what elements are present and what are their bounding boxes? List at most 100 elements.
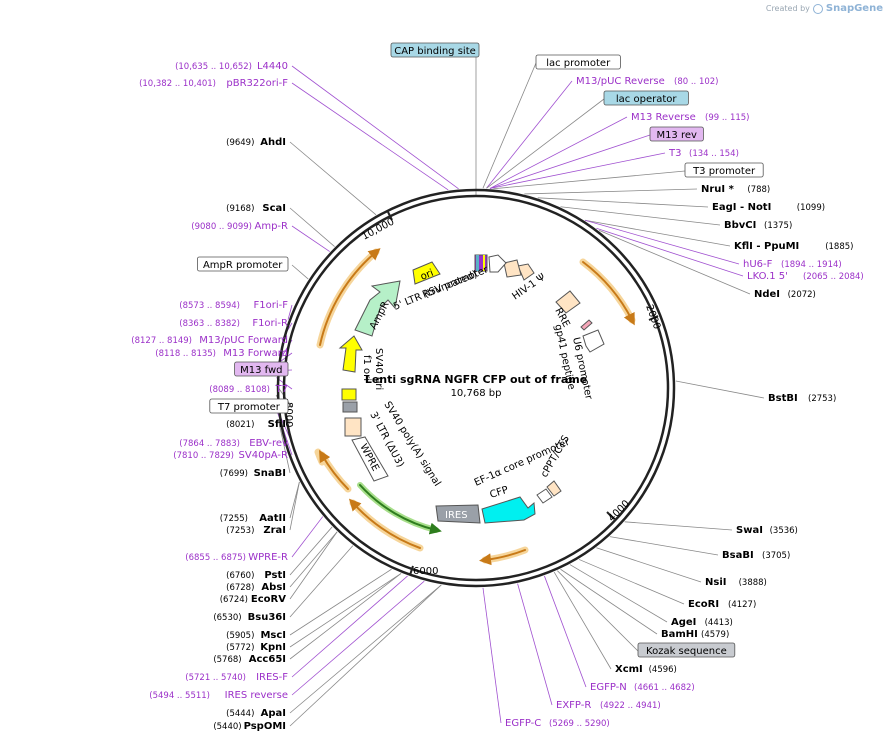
- ires-feature: [435, 504, 481, 524]
- inner-label-ires: IRES: [445, 510, 468, 521]
- right-label-xcmi: XcmI(4596): [615, 664, 677, 675]
- inner-label-sv40ori: SV40 ori: [373, 348, 384, 390]
- connector-line: [544, 575, 587, 688]
- snapgene-logo-icon: [812, 3, 823, 14]
- label-position: (7864 .. 7883): [179, 439, 240, 449]
- label-name: SV40pA-R: [239, 450, 288, 461]
- left-label-pspomi: PspOMI(5440): [213, 721, 286, 732]
- label-name: EagI - NotI: [712, 202, 771, 213]
- label-name: PspOMI: [244, 721, 286, 732]
- label-name: lac promoter: [546, 58, 611, 69]
- right-label-bsabi: BsaBI(3705): [722, 550, 790, 561]
- label-name: ZraI: [263, 525, 286, 536]
- label-name: EGFP-N: [590, 682, 627, 693]
- label-position: (9649): [226, 138, 254, 148]
- label-name: EXFP-R: [556, 700, 591, 711]
- right-label-kozak-sequence: Kozak sequence: [637, 642, 736, 658]
- outer-direction-arrows: [314, 248, 636, 566]
- label-position: (7810 .. 7829): [173, 451, 234, 461]
- right-label-eagi-noti: EagI - NotI(1099): [712, 202, 825, 213]
- right-label-lac-promoter: lac promoter: [535, 54, 621, 70]
- connector-line: [291, 82, 449, 191]
- label-name: AatII: [259, 513, 286, 524]
- label-name: AmpR promoter: [203, 260, 283, 271]
- label-position: (3536): [770, 526, 798, 536]
- left-label-column: L4440(10,635 .. 10,652)pBR322ori-F(10,38…: [131, 61, 289, 732]
- connector-line: [289, 573, 402, 648]
- label-name: PstI: [264, 570, 286, 581]
- left-label-m13-fwd: M13 fwd: [234, 361, 289, 377]
- connector-line: [482, 62, 537, 189]
- sv40-ori-feature: [341, 388, 357, 401]
- label-position: (7255): [220, 514, 248, 524]
- label-position: (8573 .. 8594): [179, 301, 240, 311]
- connector-line: [584, 219, 740, 265]
- left-label-ahdi: AhdI(9649): [226, 137, 286, 148]
- connector-line: [278, 422, 291, 474]
- label-position: (4579): [701, 630, 729, 640]
- backbone-inner: [282, 194, 670, 582]
- right-label-nrui-: NruI *(788): [701, 184, 770, 195]
- label-name: pBR322ori-F: [226, 78, 288, 89]
- left-label-f1ori-r: F1ori-R(8363 .. 8382): [179, 318, 288, 329]
- right-label-ecori: EcoRI(4127): [688, 599, 756, 610]
- label-position: (10,382 .. 10,401): [139, 79, 216, 89]
- connector-line: [557, 570, 639, 652]
- label-position: (7253): [226, 526, 254, 536]
- label-position: (3705): [762, 551, 790, 561]
- connector-line: [537, 197, 709, 208]
- connector-line: [517, 583, 553, 706]
- credit-brand: SnapGene: [825, 3, 883, 14]
- label-name: M13 fwd: [240, 365, 282, 376]
- label-position: (6724): [220, 595, 248, 605]
- right-label-lac-operator: lac operator: [603, 90, 689, 106]
- label-position: (4922 .. 4941): [600, 701, 661, 711]
- connector-line: [524, 188, 698, 195]
- wpre-feature: [351, 436, 389, 482]
- label-name: KpnI: [260, 642, 286, 653]
- label-name: M13 Reverse: [631, 112, 696, 123]
- right-label-m13-puc-reverse: M13/pUC Reverse(80 .. 102): [576, 76, 718, 87]
- sv40-grey: [342, 401, 358, 413]
- connector-line: [560, 568, 658, 635]
- plasmid-name: Lenti sgRNA NGFR CFP out of frame: [365, 373, 587, 386]
- left-label-bsu36i: Bsu36I(6530): [213, 612, 286, 623]
- label-name: EcoRI: [688, 599, 719, 610]
- label-name: F1ori-R: [252, 318, 288, 329]
- label-name: L4440: [257, 61, 288, 72]
- feature-box: [196, 256, 289, 272]
- label-name: Acc65I: [249, 654, 286, 665]
- label-position: (80 .. 102): [674, 77, 718, 87]
- connector-line: [493, 170, 686, 190]
- gp41-feature: [580, 319, 593, 331]
- backbone-outer: [276, 188, 676, 588]
- left-label-ires-f: IRES-F (5721 .. 5740): [185, 672, 288, 683]
- label-connector-lines: [275, 57, 765, 727]
- label-name: SfiI: [268, 419, 286, 430]
- u6-feature: [582, 329, 605, 353]
- label-name: F1ori-F: [254, 300, 289, 311]
- label-position: (5721 .. 5740): [185, 673, 246, 683]
- label-position: (1375): [764, 221, 792, 231]
- connector-line: [289, 568, 392, 636]
- hiv-psi-feature: [517, 263, 535, 281]
- feature-box: [234, 361, 289, 377]
- label-name: NruI *: [701, 184, 735, 195]
- label-position: (2072): [788, 290, 816, 300]
- label-position: (5768): [213, 655, 241, 665]
- label-name: IRES-F: [256, 672, 288, 683]
- connector-line: [289, 207, 335, 247]
- label-position: (5269 .. 5290): [549, 719, 610, 729]
- inner-features: [338, 254, 605, 524]
- left-label-scai: ScaI(9168): [226, 203, 286, 214]
- label-name: AbsI: [261, 582, 286, 593]
- cap-binding-site-label: CAP binding site: [394, 46, 476, 57]
- snapgene-credit: Created by SnapGene: [766, 3, 883, 14]
- connector-line: [489, 134, 651, 189]
- right-label-nsii: NsiI(3888): [705, 577, 767, 588]
- inner-label-f1ori: f1 ori: [361, 355, 372, 381]
- label-position: (5905): [226, 631, 254, 641]
- right-label-m13-rev: M13 rev: [649, 126, 704, 142]
- label-position: (5494 .. 5511): [149, 691, 210, 701]
